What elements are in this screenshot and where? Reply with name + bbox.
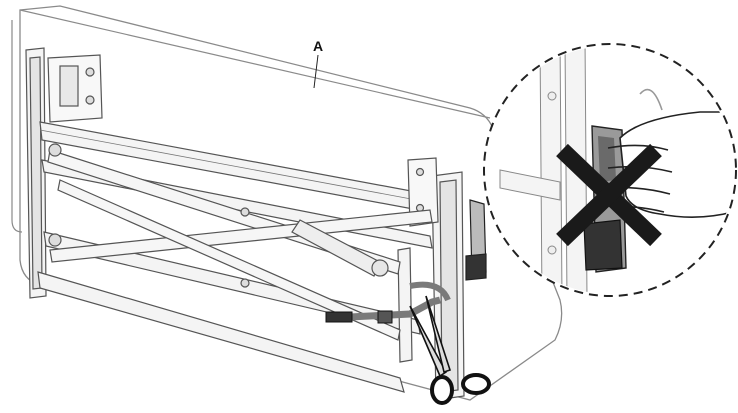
cross-mark-icon — [556, 143, 662, 247]
callout-leader — [313, 54, 319, 89]
scissor-arms — [47, 143, 433, 341]
latch-handle — [465, 199, 487, 281]
scissors-icon — [409, 295, 491, 405]
strap — [325, 281, 451, 324]
callout-label-a: A — [313, 38, 324, 54]
detail-zoom — [483, 43, 737, 297]
